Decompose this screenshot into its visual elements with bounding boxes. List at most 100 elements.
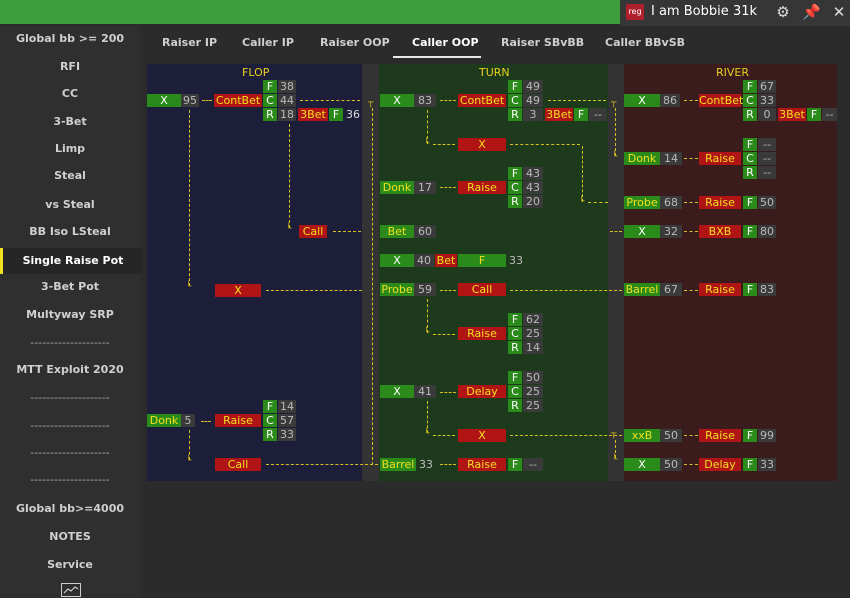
connector-line bbox=[684, 158, 698, 159]
chart-icon[interactable] bbox=[61, 583, 81, 597]
sidebar-item-bb-iso-lsteal[interactable]: BB Iso LSteal bbox=[29, 225, 111, 238]
river-xxb-raise-cell[interactable]: Raise bbox=[699, 429, 741, 442]
turn-x4-cell[interactable]: X bbox=[380, 385, 414, 398]
connector-line bbox=[189, 110, 190, 286]
flop-3bet-value: 36 bbox=[346, 108, 360, 121]
flop-call-cell[interactable]: Call bbox=[299, 225, 327, 238]
flop-3bet-cell[interactable]: 3Bet bbox=[298, 108, 328, 121]
tab-raiser-sbvbb[interactable]: Raiser SBvBB bbox=[501, 36, 585, 49]
turn-header: TURN bbox=[479, 66, 510, 79]
turn-bet2-cell[interactable]: Bet bbox=[435, 254, 457, 267]
sidebar-item-3bet-pot[interactable]: 3-Bet Pot bbox=[40, 280, 100, 293]
turn-probe-cell[interactable]: Probe bbox=[380, 283, 414, 296]
sidebar-item-global-bb-4000[interactable]: Global bb>=4000 bbox=[15, 502, 125, 515]
turn-delay-c-value: 25 bbox=[523, 385, 543, 398]
river-xxb-f-value: 99 bbox=[758, 429, 776, 442]
river-barrel-f-value: 83 bbox=[758, 283, 776, 296]
river-bxb-f-value: 80 bbox=[758, 225, 776, 238]
flop-contbet-cell[interactable]: ContBet bbox=[214, 94, 262, 107]
river-delay-f-value: 33 bbox=[758, 458, 776, 471]
sidebar-item-service[interactable]: Service bbox=[47, 558, 93, 571]
turn-donk-cell[interactable]: Donk bbox=[380, 181, 414, 194]
connector-line bbox=[440, 290, 456, 291]
gear-icon[interactable]: ⚙ bbox=[776, 3, 790, 21]
sidebar-item-cc[interactable]: CC bbox=[61, 87, 79, 100]
flop-donk-cell[interactable]: Donk bbox=[147, 414, 181, 427]
flop-call2-cell[interactable]: Call bbox=[215, 458, 261, 471]
river-x2-cell[interactable]: X bbox=[624, 225, 660, 238]
river-x-cell[interactable]: X bbox=[624, 94, 660, 107]
tab-raiser-oop[interactable]: Raiser OOP bbox=[320, 36, 390, 49]
flop-raise-r-cell: R bbox=[263, 428, 277, 441]
connector-line bbox=[189, 430, 190, 460]
river-xxb-cell[interactable]: xxB bbox=[624, 429, 660, 442]
connector-line bbox=[684, 231, 698, 232]
pin-icon[interactable]: 📌 bbox=[802, 3, 821, 21]
turn-x2-cell[interactable]: X bbox=[458, 138, 506, 151]
turn-3bet-cell[interactable]: 3Bet bbox=[545, 108, 573, 121]
connector-line bbox=[433, 435, 455, 436]
sidebar-item-3bet[interactable]: 3-Bet bbox=[53, 115, 87, 128]
turn-x3-cell[interactable]: X bbox=[380, 254, 414, 267]
turn-f-value: 49 bbox=[523, 80, 543, 93]
river-3bet-value: -- bbox=[822, 108, 837, 121]
river-probe-cell[interactable]: Probe bbox=[624, 196, 660, 209]
flop-x2-cell[interactable]: X bbox=[215, 284, 261, 297]
flop-f-value: 38 bbox=[278, 80, 296, 93]
tab-raiser-ip[interactable]: Raiser IP bbox=[162, 36, 218, 49]
flop-raise-cell[interactable]: Raise bbox=[215, 414, 261, 427]
close-icon[interactable]: ✕ bbox=[832, 3, 846, 21]
sidebar-item-mtt-exploit[interactable]: MTT Exploit 2020 bbox=[16, 363, 124, 376]
sidebar-item-notes[interactable]: NOTES bbox=[49, 530, 91, 543]
river-barrel-cell[interactable]: Barrel bbox=[624, 283, 660, 296]
turn-c-value: 49 bbox=[523, 94, 543, 107]
river-donk-cell[interactable]: Donk bbox=[624, 152, 660, 165]
river-f-value: 67 bbox=[758, 80, 776, 93]
river-xxb-value: 50 bbox=[660, 429, 682, 442]
turn-probe-call-cell[interactable]: Call bbox=[458, 283, 506, 296]
turn-barrel-raise-cell[interactable]: Raise bbox=[458, 458, 506, 471]
tab-caller-bbvsb[interactable]: Caller BBvSB bbox=[605, 36, 685, 49]
river-probe-raise-cell[interactable]: Raise bbox=[699, 196, 741, 209]
river-contbet-cell[interactable]: ContBet bbox=[699, 94, 744, 107]
turn-bet-cell[interactable]: Bet bbox=[380, 225, 414, 238]
sidebar-separator: -------------------- bbox=[30, 391, 110, 404]
connector-line bbox=[427, 299, 428, 333]
sidebar: Global bb >= 200 RFI CC 3-Bet Limp Steal… bbox=[0, 26, 143, 598]
tab-caller-oop[interactable]: Caller OOP bbox=[412, 36, 479, 49]
connector-line bbox=[266, 464, 378, 465]
river-donk-value: 14 bbox=[660, 152, 682, 165]
turn-contbet-cell[interactable]: ContBet bbox=[458, 94, 506, 107]
flop-x-cell[interactable]: X bbox=[147, 94, 181, 107]
river-bxb-cell[interactable]: BXB bbox=[699, 225, 741, 238]
flop-raise-c-cell: C bbox=[263, 414, 277, 427]
connector-line bbox=[684, 100, 698, 101]
flop-3bet-f-cell: F bbox=[329, 108, 343, 121]
river-barrel-raise-cell[interactable]: Raise bbox=[699, 283, 741, 296]
sidebar-item-limp[interactable]: Limp bbox=[54, 142, 86, 155]
connector-line bbox=[440, 392, 456, 393]
sidebar-item-global-bb-200[interactable]: Global bb >= 200 bbox=[15, 32, 125, 45]
river-bxb-f-cell: F bbox=[743, 225, 757, 238]
tab-caller-ip[interactable]: Caller IP bbox=[242, 36, 294, 49]
turn-donk-raise-cell[interactable]: Raise bbox=[458, 181, 506, 194]
turn-delay-cell[interactable]: Delay bbox=[458, 385, 506, 398]
connector-line bbox=[615, 440, 616, 458]
river-3bet-cell[interactable]: 3Bet bbox=[778, 108, 806, 121]
turn-x5-cell[interactable]: X bbox=[458, 429, 506, 442]
sidebar-item-single-raise-pot[interactable]: Single Raise Pot bbox=[0, 248, 143, 274]
turn-x-cell[interactable]: X bbox=[380, 94, 414, 107]
sidebar-item-vs-steal[interactable]: vs Steal bbox=[45, 198, 95, 211]
connector-line bbox=[440, 464, 456, 465]
turn-barrel-cell[interactable]: Barrel bbox=[380, 458, 416, 471]
river-x3-cell[interactable]: X bbox=[624, 458, 660, 471]
reg-badge: reg bbox=[626, 4, 644, 20]
sidebar-item-rfi[interactable]: RFI bbox=[59, 60, 81, 73]
turn-raise2-cell[interactable]: Raise bbox=[458, 327, 506, 340]
corner-mark: └ bbox=[186, 282, 192, 292]
river-delay-cell[interactable]: Delay bbox=[699, 458, 741, 471]
river-c-value: 33 bbox=[758, 94, 776, 107]
sidebar-item-multyway-srp[interactable]: Multyway SRP bbox=[26, 308, 114, 321]
river-donk-raise-cell[interactable]: Raise bbox=[699, 152, 741, 165]
sidebar-item-steal[interactable]: Steal bbox=[54, 169, 86, 182]
